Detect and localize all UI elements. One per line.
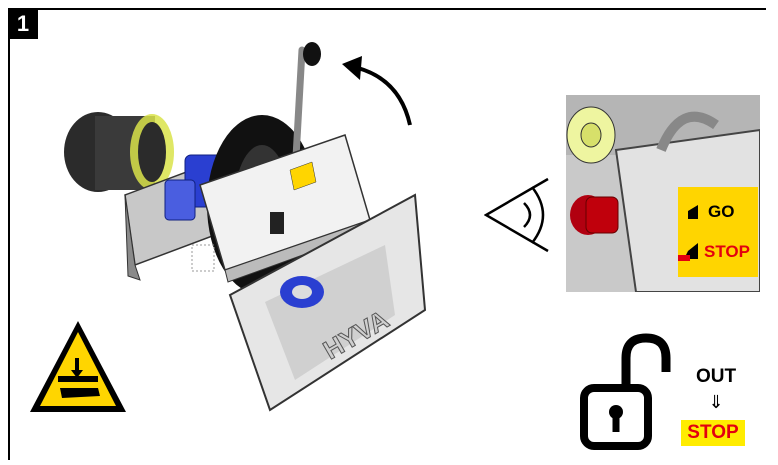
padlock-unlocked-icon [580,333,671,450]
hand-crush-warning-icon [30,321,126,412]
inset-stop-label: STOP [704,242,750,261]
valve-illustration: HYVA [64,42,427,412]
rotate-arrow-icon [342,56,412,126]
inset-go-label: GO [708,202,734,221]
eye-icon [484,177,549,253]
down-arrow-icon: ⇓ [708,392,724,412]
detail-inset: GO STOP [566,95,760,292]
out-label: OUT [695,366,737,387]
step-number-badge: 1 [8,8,38,39]
instruction-frame [8,8,766,460]
stop-label: STOP [681,420,745,446]
hydraulic-cylinder [64,112,174,192]
